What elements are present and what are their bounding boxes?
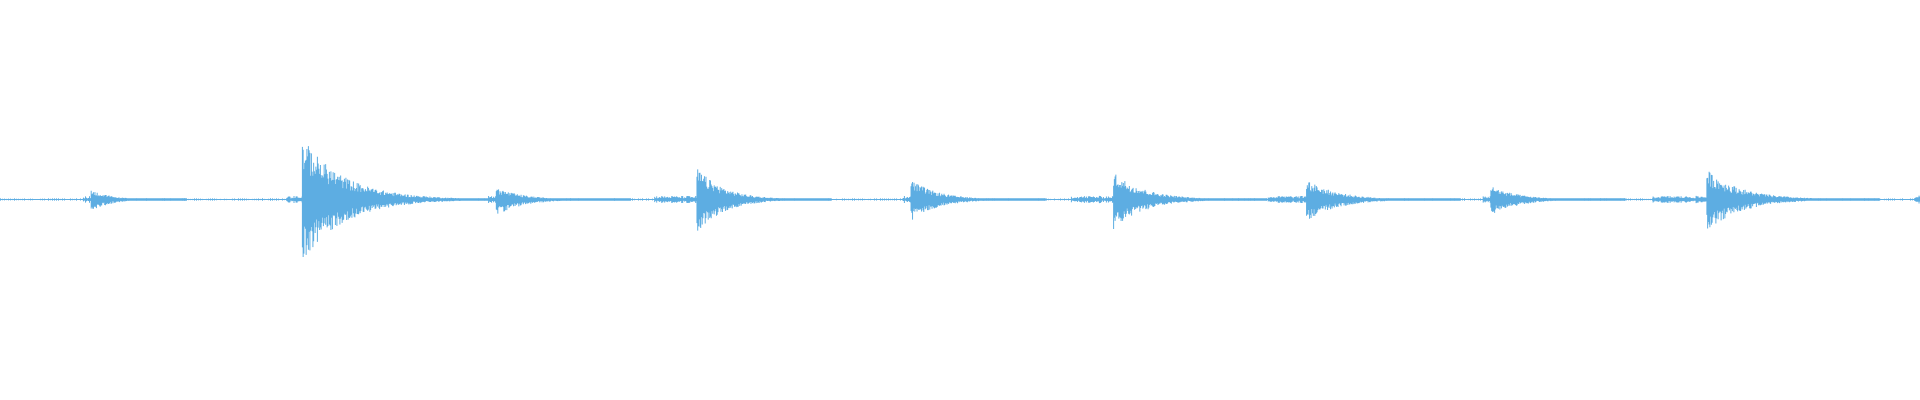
waveform-transient-6 (1070, 174, 1268, 229)
waveform-transient-4 (654, 169, 832, 231)
waveform-transient-8 (1482, 187, 1626, 213)
waveform-transient-10 (1914, 195, 1920, 204)
waveform-transient-3 (488, 189, 632, 214)
waveform-transient-2 (286, 146, 514, 258)
waveform-transient-9 (1652, 171, 1880, 229)
waveform-transient-5 (902, 181, 1046, 220)
waveform-transient-7 (1267, 182, 1461, 219)
waveform-transients (0, 146, 1920, 258)
waveform-transient-1 (83, 190, 187, 209)
